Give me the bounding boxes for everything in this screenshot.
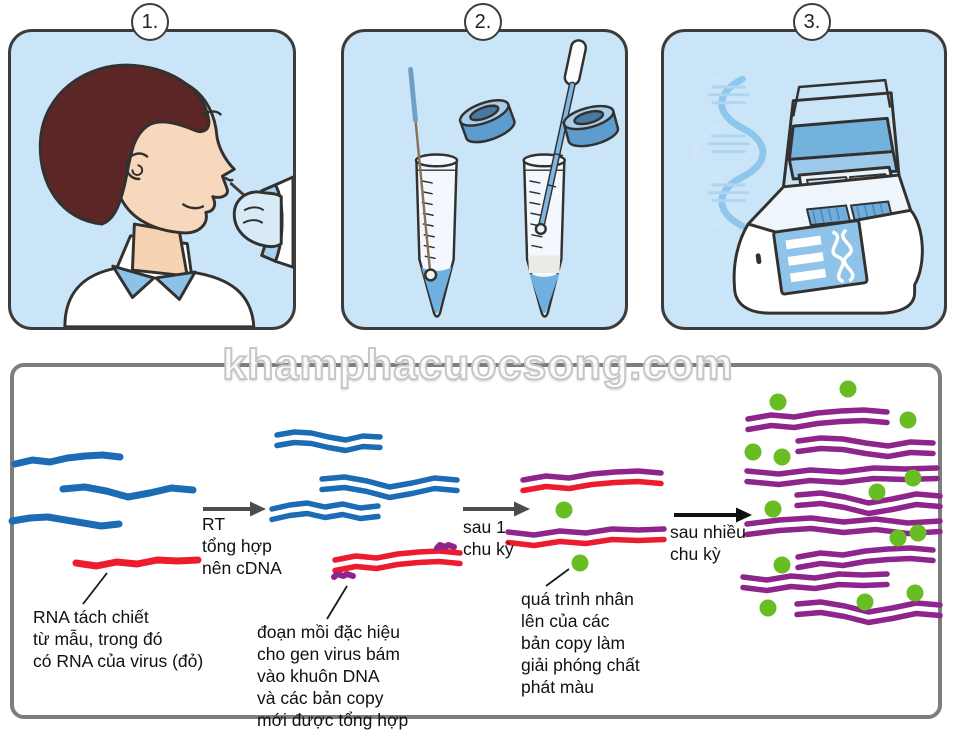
gloved-hand (232, 175, 293, 269)
step-panel-2 (341, 29, 628, 330)
step-badge-1: 1. (131, 3, 169, 41)
step-panel-1 (8, 29, 296, 330)
rna-extract-label: RNA tách chiết từ mẫu, trong đó có RNA c… (33, 607, 204, 671)
nasal-swab-illustration (38, 63, 293, 327)
step-panel-3 (661, 29, 947, 330)
pcr-machine-illustration (690, 75, 924, 315)
primer-label: đoạn mồi đặc hiệu cho gen virus bám vào … (257, 622, 409, 730)
sample-tubes-illustration (408, 39, 620, 318)
step-badge-3: 3. (793, 3, 831, 41)
cycle-1-label: sau 1 chu kỳ (463, 517, 514, 559)
many-cycles-label: sau nhiều chu kỳ (670, 522, 746, 564)
watermark-text: khamphacuocsong.com (221, 340, 734, 390)
rt-step-label: RT tổng hợp nên cDNA (202, 514, 282, 578)
step-badge-2: 2. (464, 3, 502, 41)
amplification-label: quá trình nhân lên của các bản copy làm … (521, 589, 640, 697)
dna-helix-icon (690, 75, 767, 230)
